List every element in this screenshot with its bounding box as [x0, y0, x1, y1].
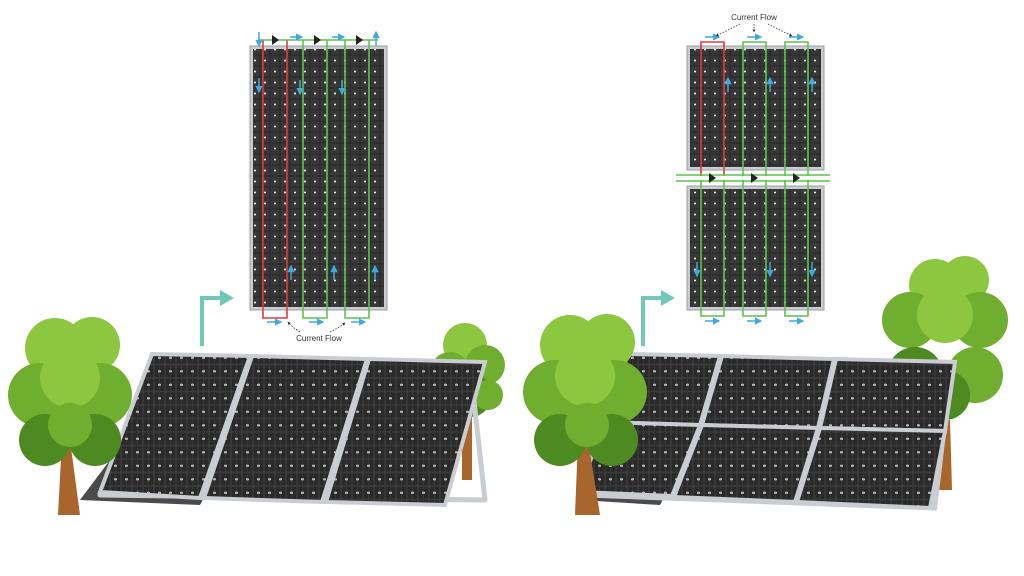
diode-triangle-icon [793, 173, 800, 183]
current-flow-pointer [329, 322, 346, 333]
diode-triangle-icon [272, 35, 279, 45]
turn-right-arrow-icon [641, 296, 663, 346]
string-green [742, 41, 767, 176]
diode-triangle-icon [314, 35, 321, 45]
tree-icon [8, 317, 132, 515]
diode-triangle-icon [751, 173, 758, 183]
diode-triangle-icon [709, 173, 716, 183]
current-flow-label: Current Flow [731, 13, 777, 22]
string-green [784, 180, 809, 317]
string-red [700, 41, 725, 176]
right-scene [523, 256, 1008, 515]
half-cut-module: Current Flow [676, 13, 830, 325]
string-green [742, 180, 767, 317]
string-green [344, 40, 370, 319]
string-green [302, 40, 328, 319]
current-flow-pointer [715, 23, 741, 37]
string-green [784, 41, 809, 176]
tree-icon [523, 314, 647, 515]
turn-right-arrow-icon [200, 296, 222, 346]
current-flow-pointer [767, 23, 793, 37]
solar-panel-top-half [817, 356, 958, 434]
solar-array-left [97, 351, 488, 508]
solar-panel-bottom-half [671, 422, 821, 505]
solar-panel [201, 353, 370, 505]
solar-panel [323, 356, 488, 508]
module-cells [253, 49, 384, 307]
current-flow-pointer [287, 321, 301, 333]
diode-triangle-icon [356, 35, 363, 45]
current-flow-label: Current Flow [296, 334, 342, 343]
full-cell-module: Current Flow [249, 30, 388, 343]
module-cells-bottom [690, 189, 821, 307]
string-green [700, 180, 725, 317]
module-cells-top [690, 49, 821, 167]
callout-arrow-head [220, 290, 234, 306]
string-red [262, 40, 288, 319]
solar-panel-bottom-half [794, 425, 948, 511]
callout-arrow-head [661, 290, 675, 306]
left-scene [8, 290, 505, 515]
solar-panel-top-half [699, 353, 837, 431]
